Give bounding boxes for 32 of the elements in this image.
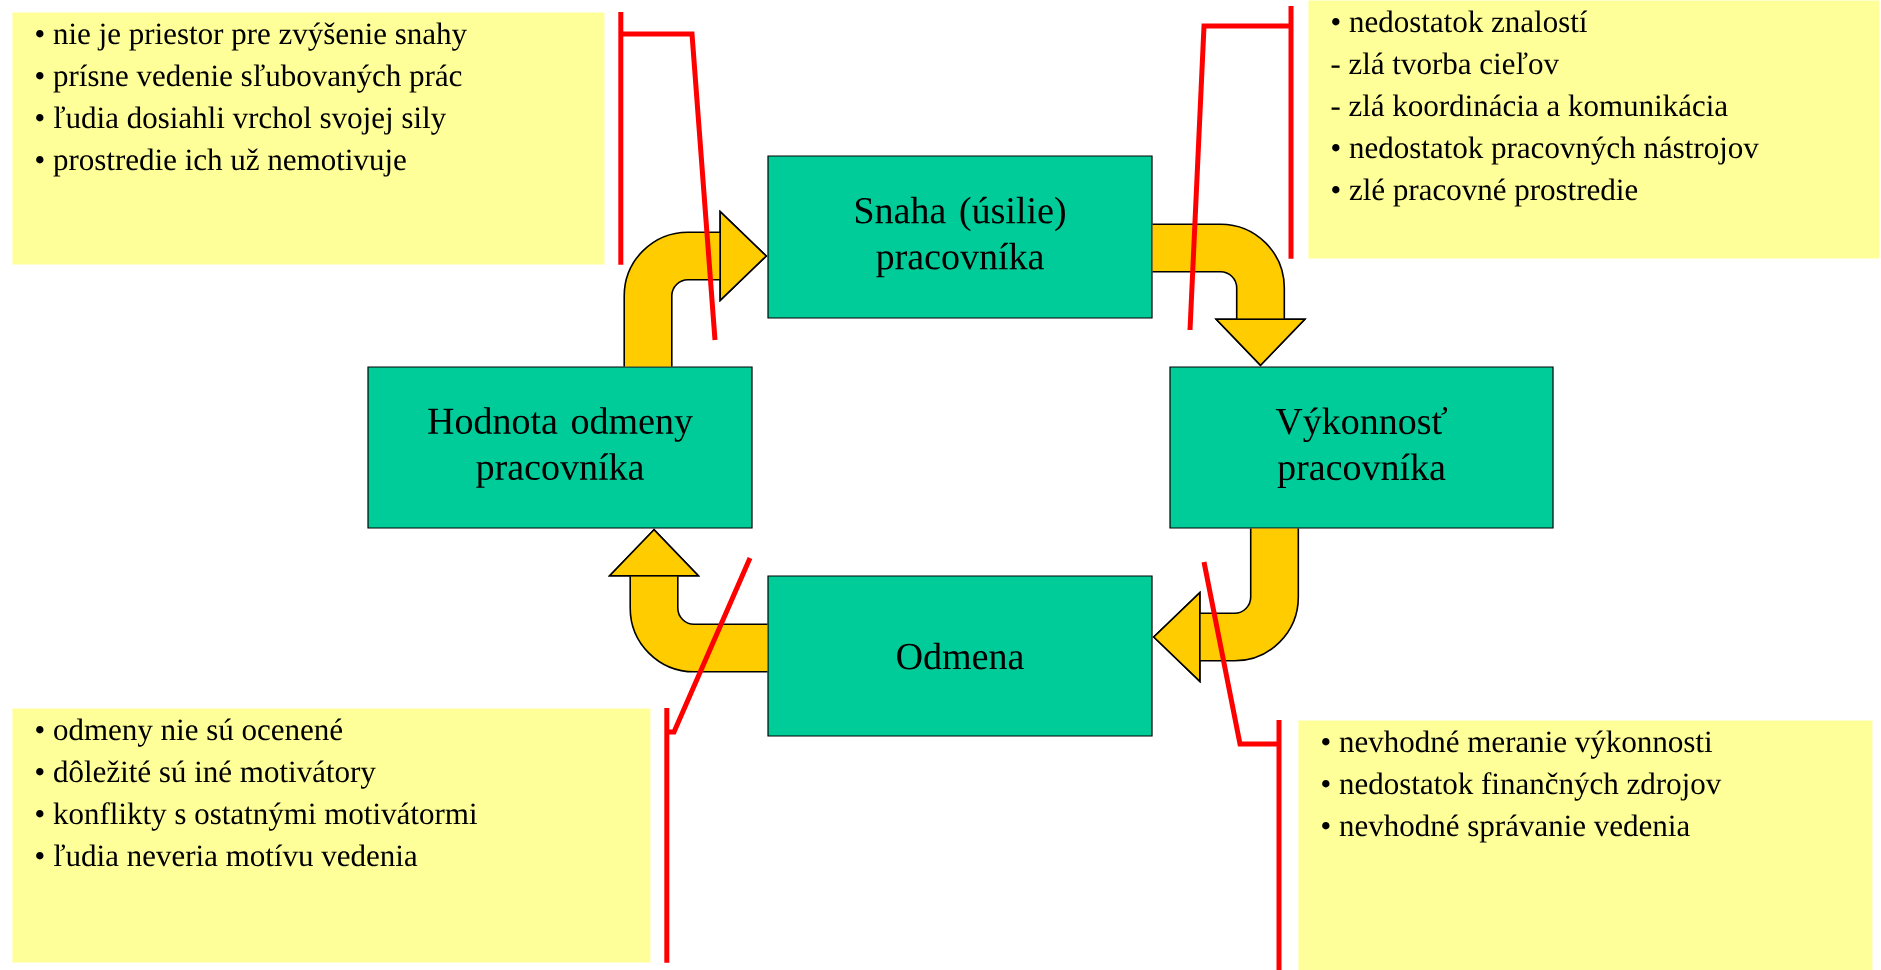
bullet-item: • nedostatok znalostí [1332,10,1588,33]
process-box: Odmena [767,575,1153,737]
bullet-item: • nedostatok finančných zdrojov [1322,772,1722,801]
bullet-item: • nedostatok pracovných nástrojov [1332,136,1759,165]
block-arrow [1152,223,1307,367]
block-arrow [623,209,768,367]
note-box [1308,0,1880,259]
process-box: Výkonnosť pracovníka [1169,366,1554,529]
note-box [12,708,651,963]
leader-line [618,9,718,343]
bullet-item: • nie je priestor pre zvýšenie snahy [36,22,467,51]
leader-line [1187,3,1294,333]
leader-line [664,555,753,966]
bullet-item: • konflikty s ostatnými motivátormi [36,802,477,831]
note-box [1298,720,1873,970]
bullet-item: • odmeny nie sú ocenené [36,718,342,747]
note-box [12,12,605,265]
process-box: Hodnota odmeny pracovníka [367,366,753,529]
leader-line [1201,559,1282,970]
bullet-item: • dôležité sú iné motivátory [36,760,376,789]
bullet-item: • ľudia neveria motívu vedenia [36,844,418,867]
bullet-item: • nevhodné správanie vedenia [1322,814,1690,843]
block-arrow [607,528,768,673]
bullet-item: • prostredie ich už nemotivuje [36,148,406,177]
process-box: Snaha (úsilie) pracovníka [767,155,1153,319]
bullet-item: • prísne vedenie sľubovaných prác [36,64,462,93]
block-arrow [1152,528,1300,684]
bullet-item: - zlá tvorba cieľov [1331,52,1560,75]
bullet-item: • nevhodné meranie výkonnosti [1322,730,1713,759]
bullet-item: • ľudia dosiahli vrchol svojej sily [36,106,447,135]
bullet-item: - zlá koordinácia a komunikácia [1331,94,1728,117]
bullet-item: • zlé pracovné prostredie [1332,178,1638,207]
